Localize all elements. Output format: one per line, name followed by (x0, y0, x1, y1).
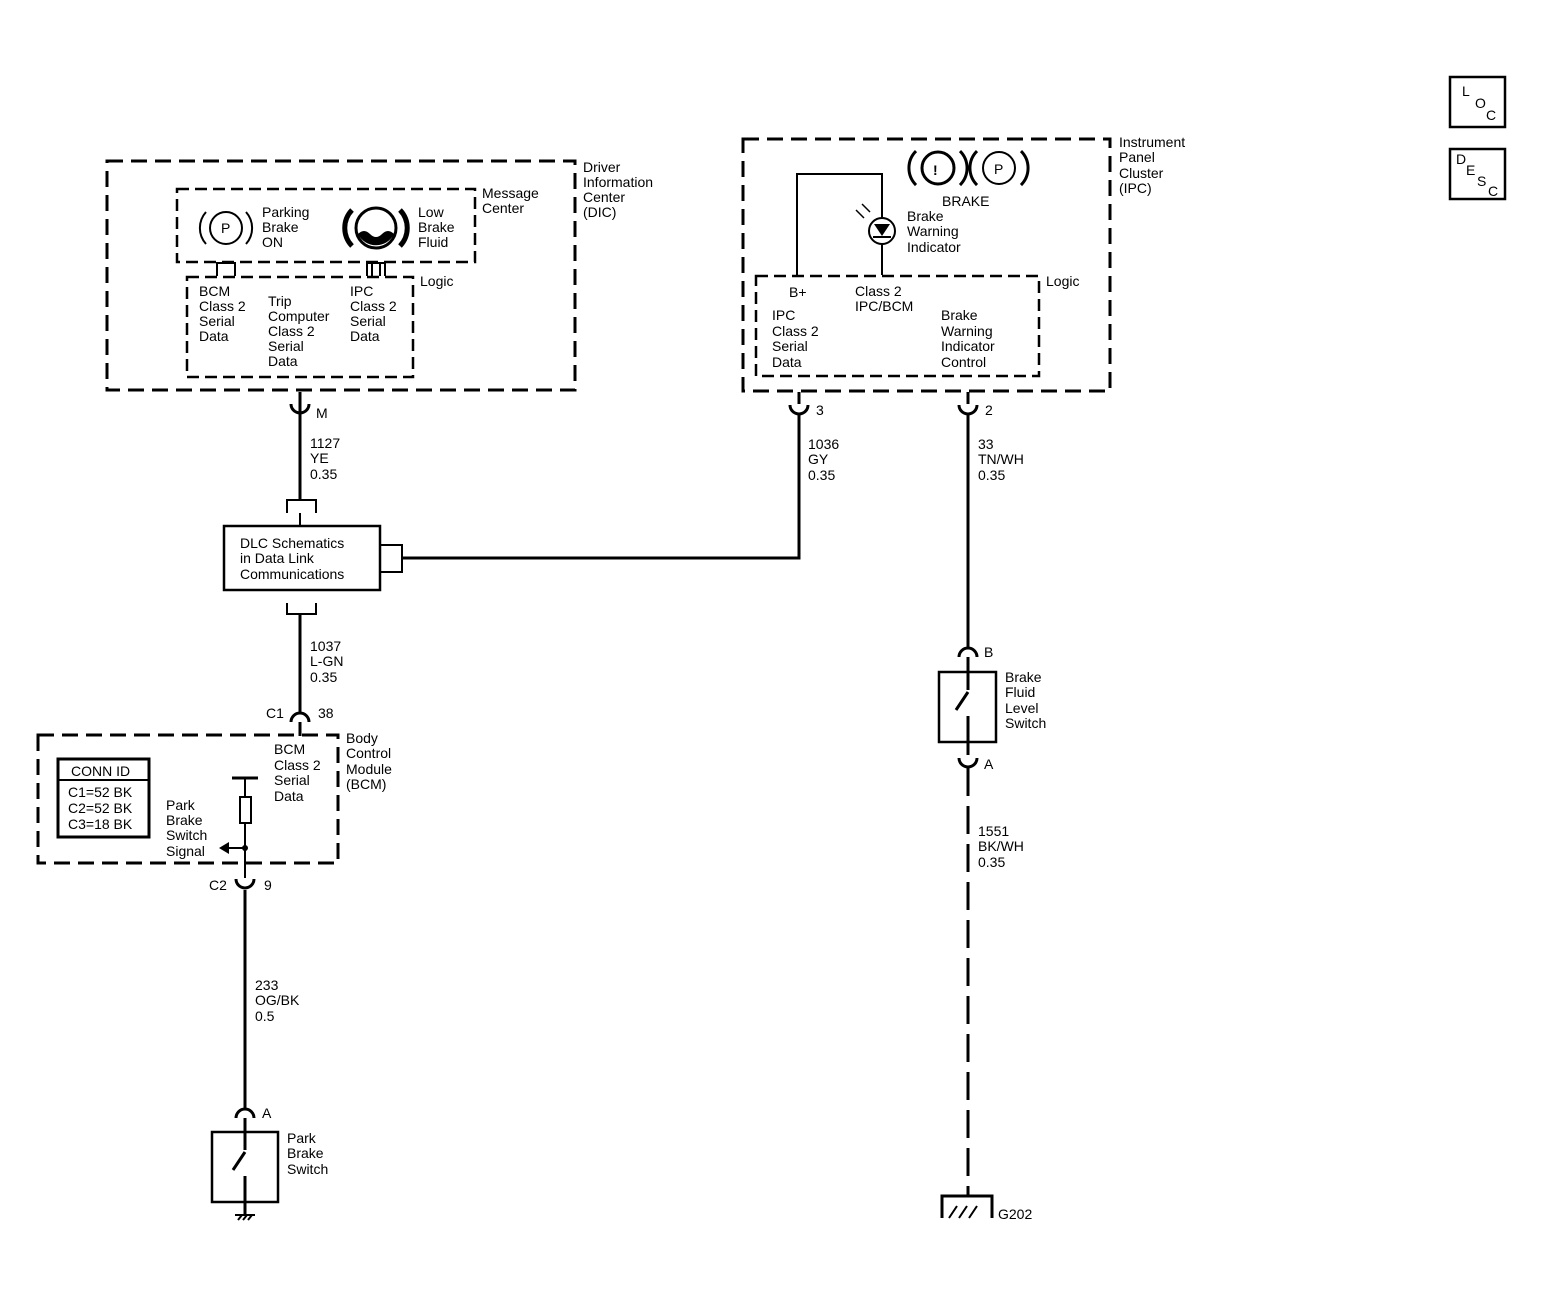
svg-text:C2: C2 (209, 877, 227, 893)
conn-id-rows: C1=52 BK C2=52 BK C3=18 BK (68, 784, 136, 832)
svg-text:M: M (316, 405, 328, 421)
dlc-box[interactable]: DLC Schematics in Data Link Communicatio… (222, 499, 403, 615)
connector-c2: C2 9 (209, 877, 272, 893)
wire-1037-label: 1037 L-GN 0.35 (310, 638, 347, 685)
svg-text:3: 3 (816, 402, 824, 418)
low-brake-fluid-label: Low Brake Fluid (418, 204, 458, 250)
message-center-label: Message Center (482, 185, 543, 216)
wire-1127-label: 1127 YE 0.35 (310, 435, 344, 482)
loc-letter-o: O (1475, 95, 1486, 111)
brake-warning-icon: ! (907, 149, 969, 187)
class2-ipc-bcm-label: Class 2 IPC/BCM (855, 283, 913, 314)
bcm-module: Body Control Module (BCM) BCM Class 2 Se… (36, 730, 396, 878)
pullup-resistor (239, 796, 252, 824)
bcm-serial-data-label: BCM Class 2 Serial Data (274, 741, 325, 804)
parking-brake-icon: P (198, 211, 254, 245)
svg-text:C1: C1 (266, 705, 284, 721)
dic-ipc-serial-data: IPC Class 2 Serial Data (350, 283, 401, 344)
park-brake-switch[interactable]: A Park Brake Switch (210, 1105, 328, 1221)
chassis-ground-icon (235, 1214, 255, 1221)
svg-text:P: P (221, 220, 230, 236)
loc-letter-c: C (1486, 107, 1496, 123)
brake-warning-control-label: Brake Warning Indicator Control (941, 307, 999, 370)
loc-button[interactable]: L O C (1448, 75, 1507, 129)
ipc-title: Instrument Panel Cluster (IPC) (1119, 134, 1189, 196)
b-plus-label: B+ (789, 284, 807, 300)
signal-arrow-icon (219, 842, 229, 854)
park-brake-signal-label: Park Brake Switch Signal (166, 797, 211, 859)
svg-text:P: P (994, 161, 1003, 177)
brake-warning-indicator-label: Brake Warning Indicator (907, 208, 963, 255)
desc-letter-e: E (1466, 162, 1475, 178)
dic-title: Driver Information Center (DIC) (583, 159, 657, 220)
brake-fluid-icon (342, 206, 410, 250)
bcm-title: Body Control Module (BCM) (346, 730, 396, 792)
ipc-connector-3: 3 (788, 392, 824, 418)
led-indicator-icon (855, 203, 896, 245)
desc-letter-s: S (1477, 173, 1486, 189)
dic-module: Driver Information Center (DIC) Message … (105, 159, 657, 392)
svg-text:!: ! (933, 162, 938, 178)
wire-1036-label: 1036 GY 0.35 (808, 436, 843, 483)
svg-text:38: 38 (318, 705, 334, 721)
connector-c1: C1 38 (266, 705, 334, 736)
desc-button[interactable]: D E S C (1448, 147, 1507, 201)
desc-letter-d: D (1456, 151, 1466, 167)
brake-fluid-switch-label: Brake Fluid Level Switch (1005, 669, 1046, 731)
svg-text:2: 2 (985, 402, 993, 418)
conn-id-table: CONN ID C1=52 BK C2=52 BK C3=18 BK (56, 757, 151, 839)
ipc-serial-data-label: IPC Class 2 Serial Data (772, 307, 823, 370)
park-indicator-icon: P (968, 149, 1030, 187)
wire-1036 (403, 414, 801, 560)
svg-text:A: A (984, 756, 994, 772)
conn-id-header: CONN ID (71, 763, 130, 779)
brake-fluid-level-switch[interactable]: B A Brake Fluid Level Switch (937, 644, 1046, 772)
wire-233-label: 233 OG/BK 0.5 (255, 977, 303, 1024)
wire-1551-label: 1551 BK/WH 0.35 (978, 823, 1028, 870)
park-brake-switch-label: Park Brake Switch (287, 1130, 328, 1177)
dic-logic-label: Logic (420, 273, 453, 289)
loc-letter-l: L (1462, 83, 1470, 99)
dic-trip-computer-data: Trip Computer Class 2 Serial Data (268, 293, 333, 369)
dic-bcm-serial-data: BCM Class 2 Serial Data (199, 283, 250, 344)
brake-text: BRAKE (942, 193, 989, 209)
parking-brake-label: Parking Brake ON (262, 204, 313, 250)
ipc-logic-label: Logic (1046, 273, 1079, 289)
svg-text:A: A (262, 1105, 272, 1121)
svg-text:9: 9 (264, 877, 272, 893)
ground-g202-icon: G202 (940, 1194, 1032, 1222)
connector-m: M (289, 403, 328, 421)
ipc-module: Instrument Panel Cluster (IPC) ! P BRAKE (741, 134, 1189, 393)
desc-letter-c: C (1488, 183, 1498, 199)
dlc-label: DLC Schematics in Data Link Communicatio… (240, 535, 348, 582)
ground-label: G202 (998, 1206, 1032, 1222)
ipc-connector-2: 2 (957, 392, 993, 418)
svg-text:B: B (984, 644, 993, 660)
wire-33-label: 33 TN/WH 0.35 (978, 436, 1028, 483)
